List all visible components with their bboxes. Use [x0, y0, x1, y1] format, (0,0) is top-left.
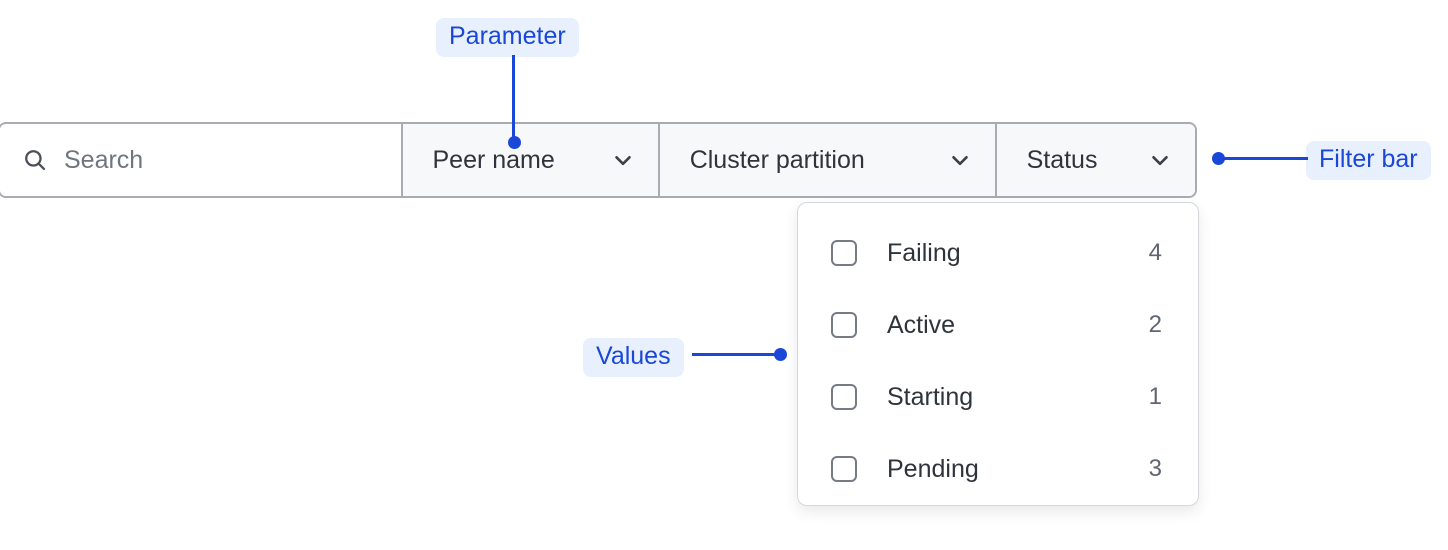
annotation-filter-bar: Filter bar	[1306, 141, 1431, 180]
checkbox-failing[interactable]	[831, 240, 857, 266]
status-option-count: 3	[1148, 455, 1162, 482]
status-option-label: Pending	[887, 454, 979, 483]
annotation-filter-bar-anchor-dot	[1212, 152, 1225, 165]
status-option-label: Starting	[887, 382, 974, 411]
checkbox-pending[interactable]	[831, 456, 857, 482]
status-option-starting[interactable]: Starting 1	[798, 361, 1198, 433]
checkbox-starting[interactable]	[831, 384, 857, 410]
annotation-values: Values	[583, 338, 684, 377]
status-option-count: 2	[1148, 311, 1162, 338]
chevron-down-icon	[919, 147, 973, 173]
dropdown-cluster-partition[interactable]: Cluster partition	[659, 124, 997, 196]
status-dropdown-panel: Failing 4 Active 2 Starting 1 Pending 3	[797, 202, 1199, 506]
search-icon	[22, 147, 64, 173]
annotation-parameter-anchor-dot	[508, 136, 521, 149]
annotation-parameter-leader-line	[512, 55, 515, 143]
dropdown-status-label: Status	[1026, 145, 1098, 174]
status-option-count: 4	[1148, 239, 1162, 266]
status-option-label: Active	[887, 310, 956, 339]
dropdown-cluster-partition-label: Cluster partition	[689, 145, 865, 174]
annotation-values-anchor-dot	[774, 348, 787, 361]
annotation-filter-bar-leader-line	[1222, 157, 1308, 160]
status-option-active[interactable]: Active 2	[798, 289, 1198, 361]
dropdown-status[interactable]: Status	[996, 124, 1195, 196]
status-option-failing[interactable]: Failing 4	[798, 217, 1198, 289]
filter-bar: Peer name Cluster partition Status	[0, 122, 1197, 198]
dropdown-peer-name-label: Peer name	[432, 145, 555, 174]
annotation-values-leader-line	[692, 353, 782, 356]
checkbox-active[interactable]	[831, 312, 857, 338]
status-option-count: 1	[1148, 383, 1162, 410]
dropdown-peer-name[interactable]: Peer name	[402, 124, 660, 196]
status-option-label: Failing	[887, 238, 961, 267]
annotation-parameter: Parameter	[436, 18, 579, 57]
search-input[interactable]	[64, 145, 364, 175]
chevron-down-icon	[1119, 147, 1173, 173]
chevron-down-icon	[582, 147, 636, 173]
status-option-pending[interactable]: Pending 3	[798, 433, 1198, 505]
search-field[interactable]	[0, 124, 403, 196]
